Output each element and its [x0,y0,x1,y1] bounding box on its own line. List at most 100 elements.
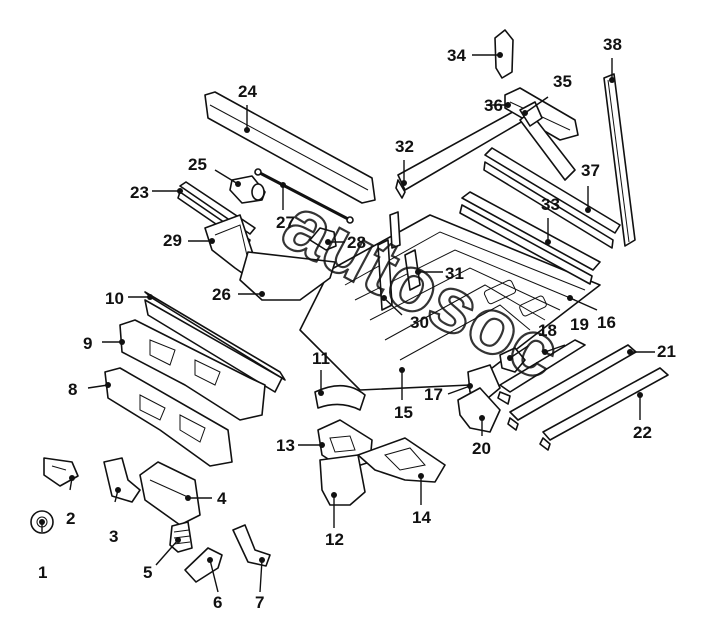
piece-34 [494,29,514,79]
leader-line-7 [259,559,263,593]
leader-dot-5 [175,537,181,543]
part-label-19: 19 [570,315,589,334]
leader-dot-9 [119,339,125,345]
part-label-13: 13 [276,436,295,455]
part-label-35: 35 [553,72,572,91]
leader-dot-4 [185,495,191,501]
part-label-22: 22 [633,423,652,442]
part-label-36: 36 [484,96,503,115]
rod-27 [254,168,354,224]
leader-dot-6 [207,557,213,563]
rail-8 [104,367,233,467]
leader-line-18 [509,345,529,359]
part-label-24: 24 [238,82,257,101]
leader-dot-2 [69,475,75,481]
leader-line-35 [524,96,549,114]
part-label-15: 15 [394,403,413,422]
leader-dot-32 [401,180,407,186]
part-label-1: 1 [38,563,47,582]
part-label-38: 38 [603,35,622,54]
leader-dot-38 [609,77,615,83]
part-label-33: 33 [541,195,560,214]
leader-dot-30 [381,295,387,301]
part-label-2: 2 [66,509,75,528]
leader-line-17 [447,385,471,395]
leader-dot-24 [244,127,250,133]
leader-dot-35 [522,110,528,116]
leader-line-5 [155,539,179,566]
part-label-14: 14 [412,508,431,527]
leader-dot-14 [418,473,424,479]
bracket-11 [314,384,366,411]
leader-line-25 [214,169,239,185]
leader-dot-16 [567,295,573,301]
part-label-28: 28 [347,233,366,252]
part-label-7: 7 [255,593,264,612]
part-3 [103,457,141,503]
bracket-18 [499,347,526,373]
part-7 [232,524,271,567]
leader-dot-1 [39,519,45,525]
leader-dot-17 [467,383,473,389]
leader-line-19 [544,344,566,353]
part-label-6: 6 [213,593,222,612]
part-label-27: 27 [276,213,295,232]
rail-9 [119,319,266,421]
leader-dot-36 [505,102,511,108]
leader-dot-33 [545,239,551,245]
leader-dot-19 [542,349,548,355]
part-label-21: 21 [657,342,676,361]
part-label-10: 10 [105,289,124,308]
leader-dot-12 [331,492,337,498]
leader-line-6 [209,559,219,593]
post-30 [377,211,401,311]
part-label-20: 20 [472,439,491,458]
panel-12 [319,454,366,506]
leader-dot-10 [147,294,153,300]
part-label-30: 30 [410,313,429,332]
leader-dot-15 [399,367,405,373]
leader-dot-11 [318,390,324,396]
leader-dot-37 [585,207,591,213]
part-label-31: 31 [445,264,464,283]
bracket-20 [457,387,501,433]
part-2 [43,457,79,487]
leader-dot-18 [507,355,513,361]
leader-dot-13 [319,442,325,448]
part-label-32: 32 [395,137,414,156]
part-label-8: 8 [68,380,77,399]
leader-dot-29 [209,238,215,244]
part-label-17: 17 [424,385,443,404]
pillar-38 [603,73,636,247]
part-label-3: 3 [109,527,118,546]
rail-33 [459,191,601,285]
part-label-12: 12 [325,530,344,549]
rail-19 [497,339,586,405]
sill-22 [539,367,669,451]
panel-14 [357,437,446,483]
leader-line-16 [569,297,598,311]
leader-dot-28 [325,239,331,245]
bracket-31 [404,249,421,291]
panel-26 [239,251,336,301]
part-5 [169,521,193,553]
part-label-26: 26 [212,285,231,304]
leader-dot-22 [637,392,643,398]
leader-dot-8 [105,382,111,388]
part-label-34: 34 [447,46,466,65]
leader-line-8 [87,384,109,389]
part-label-29: 29 [163,231,182,250]
leader-dot-23 [177,188,183,194]
part-label-37: 37 [581,161,600,180]
leader-line-30 [383,297,403,316]
leader-dot-27 [280,182,286,188]
part-label-4: 4 [217,489,227,508]
leader-dot-7 [259,557,265,563]
part-label-5: 5 [143,563,152,582]
leader-dot-26 [259,291,265,297]
clip-35 [519,101,543,127]
leader-dot-31 [415,269,421,275]
part-label-9: 9 [83,334,92,353]
